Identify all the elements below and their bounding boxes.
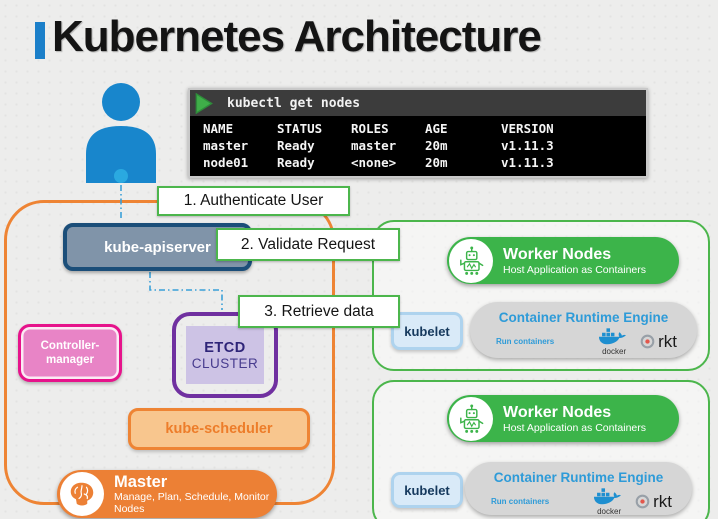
docker-logo: docker: [593, 487, 625, 516]
table-row: node01 Ready <none> 20m v1.11.3: [203, 154, 646, 171]
runtime-caption: Run containers: [496, 337, 555, 346]
robot-icon: [460, 403, 484, 433]
robot-icon: [460, 245, 484, 275]
cell: v1.11.3: [501, 155, 554, 170]
etcd-cluster-node: ETCD CLUSTER: [172, 312, 278, 398]
cell: Ready: [277, 155, 315, 170]
cell: v1.11.3: [501, 138, 554, 153]
worker-nodes-subtitle: Host Application as Containers: [503, 421, 646, 434]
kubelet-node: kubelet: [391, 472, 463, 508]
rkt-logo: rkt: [635, 492, 672, 512]
kubelet-node: kubelet: [391, 312, 463, 350]
step-validate-request: 2. Validate Request: [216, 228, 400, 261]
docker-label: docker: [602, 347, 627, 356]
cell: node01: [203, 155, 249, 170]
play-icon: [195, 92, 213, 114]
docker-label: docker: [597, 507, 622, 516]
cell: master: [351, 138, 397, 153]
controller-manager-node: Controller- manager: [18, 324, 122, 382]
controller-manager-label-line2: manager: [46, 354, 94, 366]
rkt-label: rkt: [658, 331, 677, 351]
kube-scheduler-node: kube-scheduler: [128, 408, 310, 450]
rkt-icon: [635, 494, 650, 509]
etcd-label: ETCD: [204, 339, 246, 356]
column-header: STATUS: [277, 121, 323, 136]
cell: Ready: [277, 138, 315, 153]
rkt-label: rkt: [653, 491, 672, 511]
master-subtitle: Manage, Plan, Schedule, Monitor Nodes: [114, 491, 270, 515]
worker-nodes-title: Worker Nodes: [503, 403, 612, 421]
cell: 20m: [425, 138, 448, 153]
worker-pill-circle: [449, 396, 493, 441]
title-accent-bar: [35, 22, 45, 59]
docker-whale-icon: [594, 488, 622, 505]
master-badge-circle: [60, 472, 104, 516]
docker-whale-icon: [599, 328, 627, 345]
rkt-icon: [640, 334, 655, 349]
worker-nodes-pill: Worker Nodes Host Application as Contain…: [447, 395, 679, 442]
column-header: VERSION: [501, 121, 554, 136]
column-header: NAME: [203, 121, 234, 136]
column-header: ROLES: [351, 121, 389, 136]
user-icon: [86, 83, 156, 183]
docker-logo: docker: [598, 327, 630, 356]
worker-nodes-pill: Worker Nodes Host Application as Contain…: [447, 237, 679, 284]
terminal-output: NAME STATUS ROLES AGE VERSION master Rea…: [190, 116, 646, 176]
cell: <none>: [351, 155, 397, 170]
master-title: Master: [114, 473, 168, 491]
step-authenticate-user: 1. Authenticate User: [157, 186, 350, 216]
step-retrieve-data: 3. Retrieve data: [238, 295, 400, 328]
table-row: master Ready master 20m v1.11.3: [203, 137, 646, 154]
container-runtime-pill: Container Runtime Engine Run containers …: [465, 462, 692, 516]
container-runtime-pill: Container Runtime Engine Run containers …: [470, 302, 697, 358]
worker-pill-circle: [449, 238, 493, 283]
terminal-header: kubectl get nodes: [190, 90, 646, 116]
terminal-table-header: NAME STATUS ROLES AGE VERSION: [203, 120, 646, 137]
brain-icon: [70, 482, 94, 506]
runtime-title: Container Runtime Engine: [498, 310, 669, 325]
controller-manager-label-line1: Controller-: [40, 340, 100, 352]
cell: master: [203, 138, 249, 153]
runtime-caption: Run containers: [491, 497, 550, 506]
column-header: AGE: [425, 121, 448, 136]
worker-nodes-title: Worker Nodes: [503, 245, 612, 263]
rkt-logo: rkt: [640, 332, 677, 352]
page-title: Kubernetes Architecture: [52, 12, 542, 61]
cluster-label: CLUSTER: [191, 355, 259, 371]
terminal-command: kubectl get nodes: [227, 95, 361, 111]
etcd-cluster-inner: ETCD CLUSTER: [186, 326, 264, 384]
runtime-title: Container Runtime Engine: [493, 470, 664, 485]
cell: 20m: [425, 155, 448, 170]
terminal-window: kubectl get nodes NAME STATUS ROLES AGE …: [188, 88, 648, 178]
kube-apiserver-label: kube-apiserver: [104, 238, 211, 256]
master-badge: Master Manage, Plan, Schedule, Monitor N…: [57, 470, 277, 518]
worker-nodes-subtitle: Host Application as Containers: [503, 263, 646, 276]
kube-scheduler-label: kube-scheduler: [165, 421, 273, 437]
